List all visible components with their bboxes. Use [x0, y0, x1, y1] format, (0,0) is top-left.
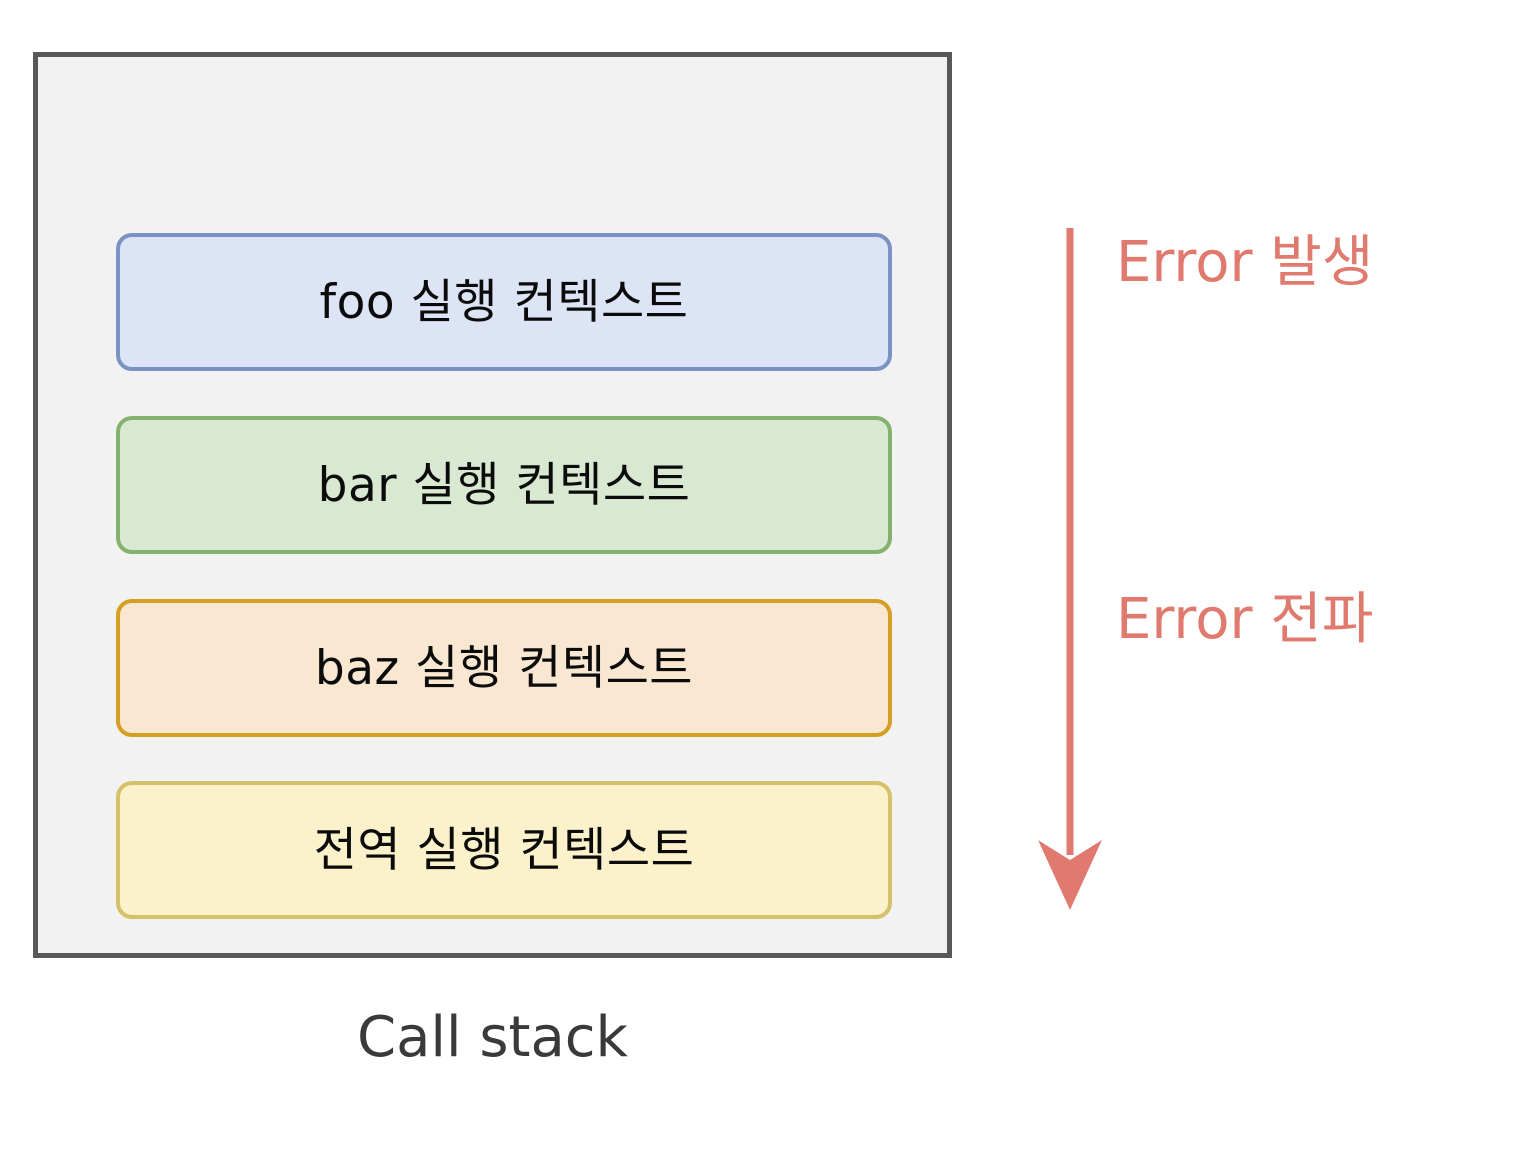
execution-context-global[interactable]: 전역 실행 컨텍스트 — [116, 781, 892, 919]
error-flow-annotation: Error 발생 Error 전파 — [1020, 200, 1490, 940]
error-note-occurrence: Error 발생 — [1116, 230, 1374, 295]
execution-context-label: bar 실행 컨텍스트 — [317, 457, 691, 513]
execution-context-stack: foo 실행 컨텍스트 bar 실행 컨텍스트 baz 실행 컨텍스트 전역 실… — [38, 57, 947, 953]
execution-context-foo[interactable]: foo 실행 컨텍스트 — [116, 233, 892, 371]
call-stack-caption: Call stack — [356, 1005, 628, 1070]
error-note-propagation: Error 전파 — [1116, 587, 1374, 652]
down-arrow-icon — [1038, 228, 1102, 910]
execution-context-label: foo 실행 컨텍스트 — [319, 274, 689, 330]
execution-context-label: baz 실행 컨텍스트 — [314, 640, 694, 696]
execution-context-baz[interactable]: baz 실행 컨텍스트 — [116, 599, 892, 737]
execution-context-label: 전역 실행 컨텍스트 — [313, 822, 695, 878]
execution-context-bar[interactable]: bar 실행 컨텍스트 — [116, 416, 892, 554]
call-stack-frame: foo 실행 컨텍스트 bar 실행 컨텍스트 baz 실행 컨텍스트 전역 실… — [33, 52, 952, 958]
